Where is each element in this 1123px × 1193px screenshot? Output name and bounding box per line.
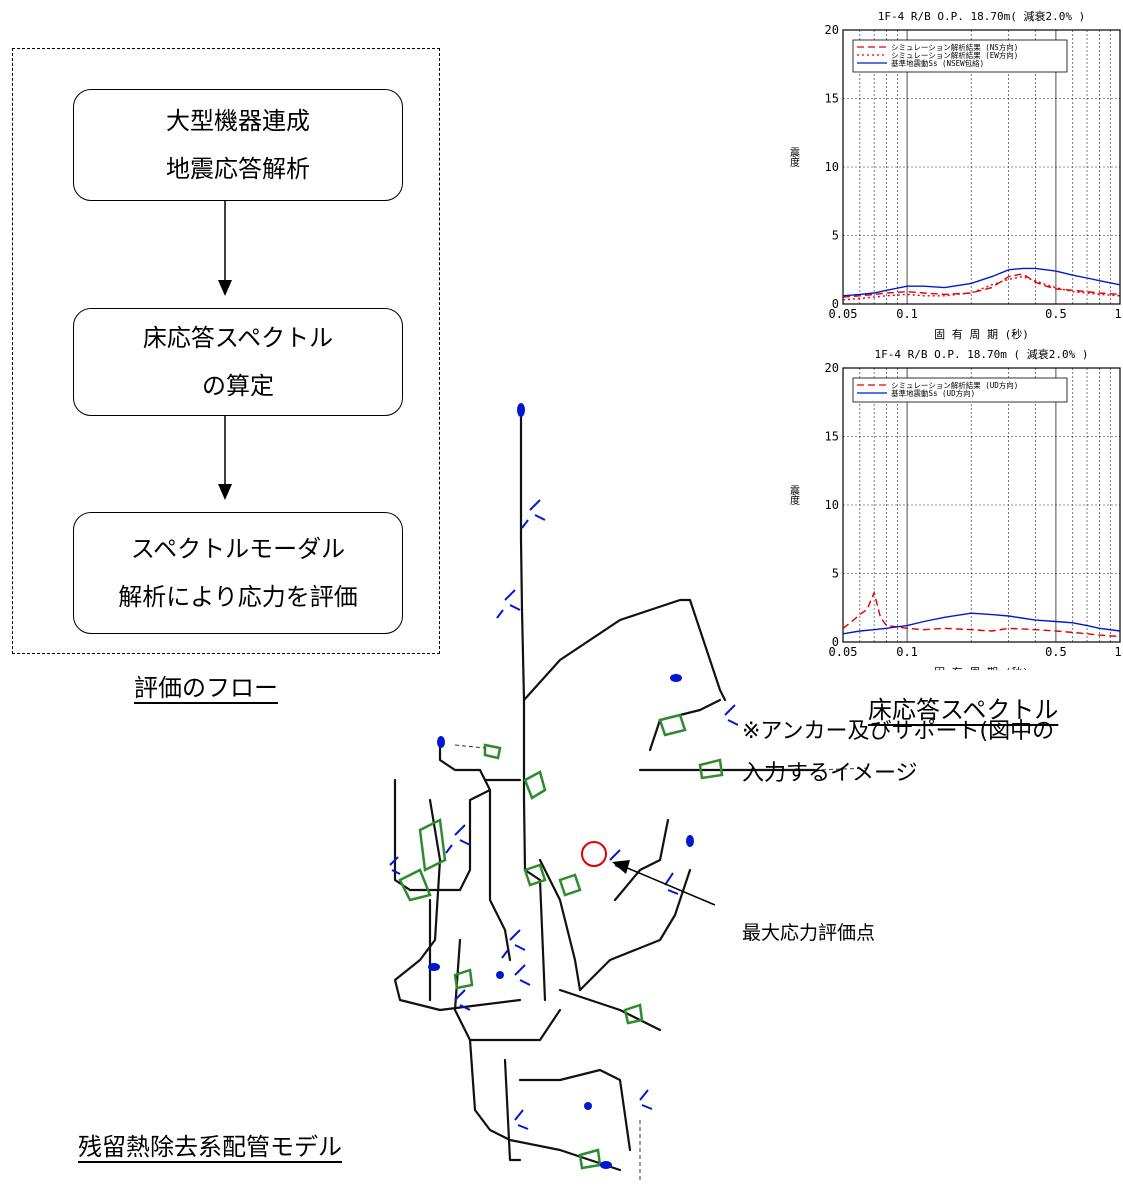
chart-legend: シミュレーション解析結果 (UD方向)基準地震動Ss (UD方向) — [852, 377, 1068, 403]
y-tick-label: 15 — [825, 92, 839, 106]
max-stress-marker — [581, 841, 607, 867]
flow-step-floor-spectrum: 床応答スペクトル の算定 — [73, 308, 403, 416]
y-tick-label: 20 — [825, 361, 839, 375]
support-note-line-2: 入力するイメージ — [742, 761, 918, 786]
legend-label: シミュレーション解析結果 (NS方向) — [891, 42, 1018, 52]
pipe-lines — [393, 410, 817, 1172]
model-caption: 残留熱除去系配管モデル — [78, 1133, 342, 1161]
legend-box — [852, 39, 1068, 73]
legend-box — [852, 377, 1068, 403]
series-line-2 — [842, 275, 1121, 301]
series-line-1 — [842, 273, 1121, 298]
spectrum-chart-2: 1F-4 R/B O.P. 18.70m ( 減衰2.0% ) 0 5 10 15 20 0… — [788, 347, 1122, 670]
flow-arrows — [218, 201, 232, 500]
x-tick-label: 0.05 — [829, 307, 858, 321]
y-tick-label: 5 — [832, 229, 839, 243]
flow-step-2-line-2: の算定 — [202, 372, 274, 400]
y-axis-label: 震度 — [788, 485, 800, 506]
x-tick-label: 0.1 — [896, 307, 918, 321]
legend-label: 基準地震動Ss (UD方向) — [891, 388, 975, 398]
flow-step-seismic-analysis: 大型機器連成 地震応答解析 — [73, 89, 403, 201]
x-axis-label: 固 有 周 期 (秒) — [934, 327, 1029, 341]
flow-step-1-line-2: 地震応答解析 — [166, 155, 310, 183]
y-tick-label: 10 — [825, 498, 839, 512]
support-note: ※アンカー及びサポート(図中の 入力するイメージ — [742, 711, 1054, 795]
y-tick-label: 5 — [832, 567, 839, 581]
support-note-line-1: ※アンカー及びサポート(図中の — [742, 719, 1055, 744]
legend-label: 基準地震動Ss (NSEW包絡) — [891, 58, 984, 68]
flow-caption: 評価のフロー — [134, 674, 278, 702]
series-line-3 — [842, 267, 1121, 297]
anchor-points — [428, 403, 694, 1169]
y-tick-label: 10 — [825, 160, 839, 174]
max-stress-arrow — [612, 860, 716, 906]
series-line-1 — [842, 590, 1121, 638]
flow-step-1-line-1: 大型機器連成 — [166, 107, 310, 135]
max-stress-label: 最大応力評価点 — [742, 922, 876, 944]
flow-step-2-line-1: 床応答スペクトル — [142, 324, 334, 352]
flow-step-3-line-1: スペクトルモーダル — [130, 535, 346, 563]
series-line-2 — [842, 612, 1121, 635]
floor-response-spectrum-charts: 1F-4 R/B O.P. 18.70m( 減衰2.0% )051015200.… — [788, 9, 1122, 670]
spectrum-caption: 床応答スペクトル — [868, 696, 1059, 724]
y-axis-label: 震度 — [788, 147, 800, 168]
plot-frame — [842, 29, 1121, 305]
legend-label: シミュレーション解析結果 (EW方向) — [891, 50, 1018, 60]
flow-step-stress-evaluation: スペクトルモーダル 解析により応力を評価 — [73, 512, 403, 634]
evaluation-flow-frame: 大型機器連成 地震応答解析 床応答スペクトル の算定 スペクトルモーダル 解析に… — [12, 48, 440, 654]
piping-model — [389, 403, 871, 1180]
spectrum-chart-1: 1F-4 R/B O.P. 18.70m( 減衰2.0% ) 0 5 10 15 20 0.… — [788, 9, 1122, 341]
x-tick-label: 0.5 — [1045, 645, 1067, 659]
x-tick-label: 1 — [1114, 645, 1121, 659]
y-tick-label: 0 — [832, 297, 839, 311]
x-tick-label: 0.1 — [896, 645, 918, 659]
flow-arrow-1 — [218, 201, 232, 296]
legend-label: シミュレーション解析結果 (UD方向) — [891, 380, 1018, 390]
chart-title: 1F-4 R/B O.P. 18.70m ( 減衰2.0% ) — [874, 347, 1088, 361]
flow-step-3-line-2: 解析により応力を評価 — [118, 583, 358, 611]
x-tick-label: 0.5 — [1045, 307, 1067, 321]
y-tick-label: 20 — [825, 23, 839, 37]
x-tick-label: 1 — [1114, 307, 1121, 321]
valve-symbols — [398, 713, 724, 1170]
pipe-continuation — [454, 744, 871, 1180]
chart-title: 1F-4 R/B O.P. 18.70m( 減衰2.0% ) — [878, 9, 1085, 23]
support-symbols — [389, 499, 739, 1130]
x-tick-label: 0.05 — [829, 645, 858, 659]
chart-legend: シミュレーション解析結果 (NS方向)シミュレーション解析結果 (EW方向)基準… — [852, 39, 1068, 73]
y-tick-label: 15 — [825, 430, 839, 444]
plot-frame — [842, 367, 1121, 643]
flow-arrow-2 — [218, 416, 232, 500]
y-tick-label: 0 — [832, 635, 839, 649]
x-axis-label: 固 有 周 期 (秒) — [934, 665, 1029, 670]
